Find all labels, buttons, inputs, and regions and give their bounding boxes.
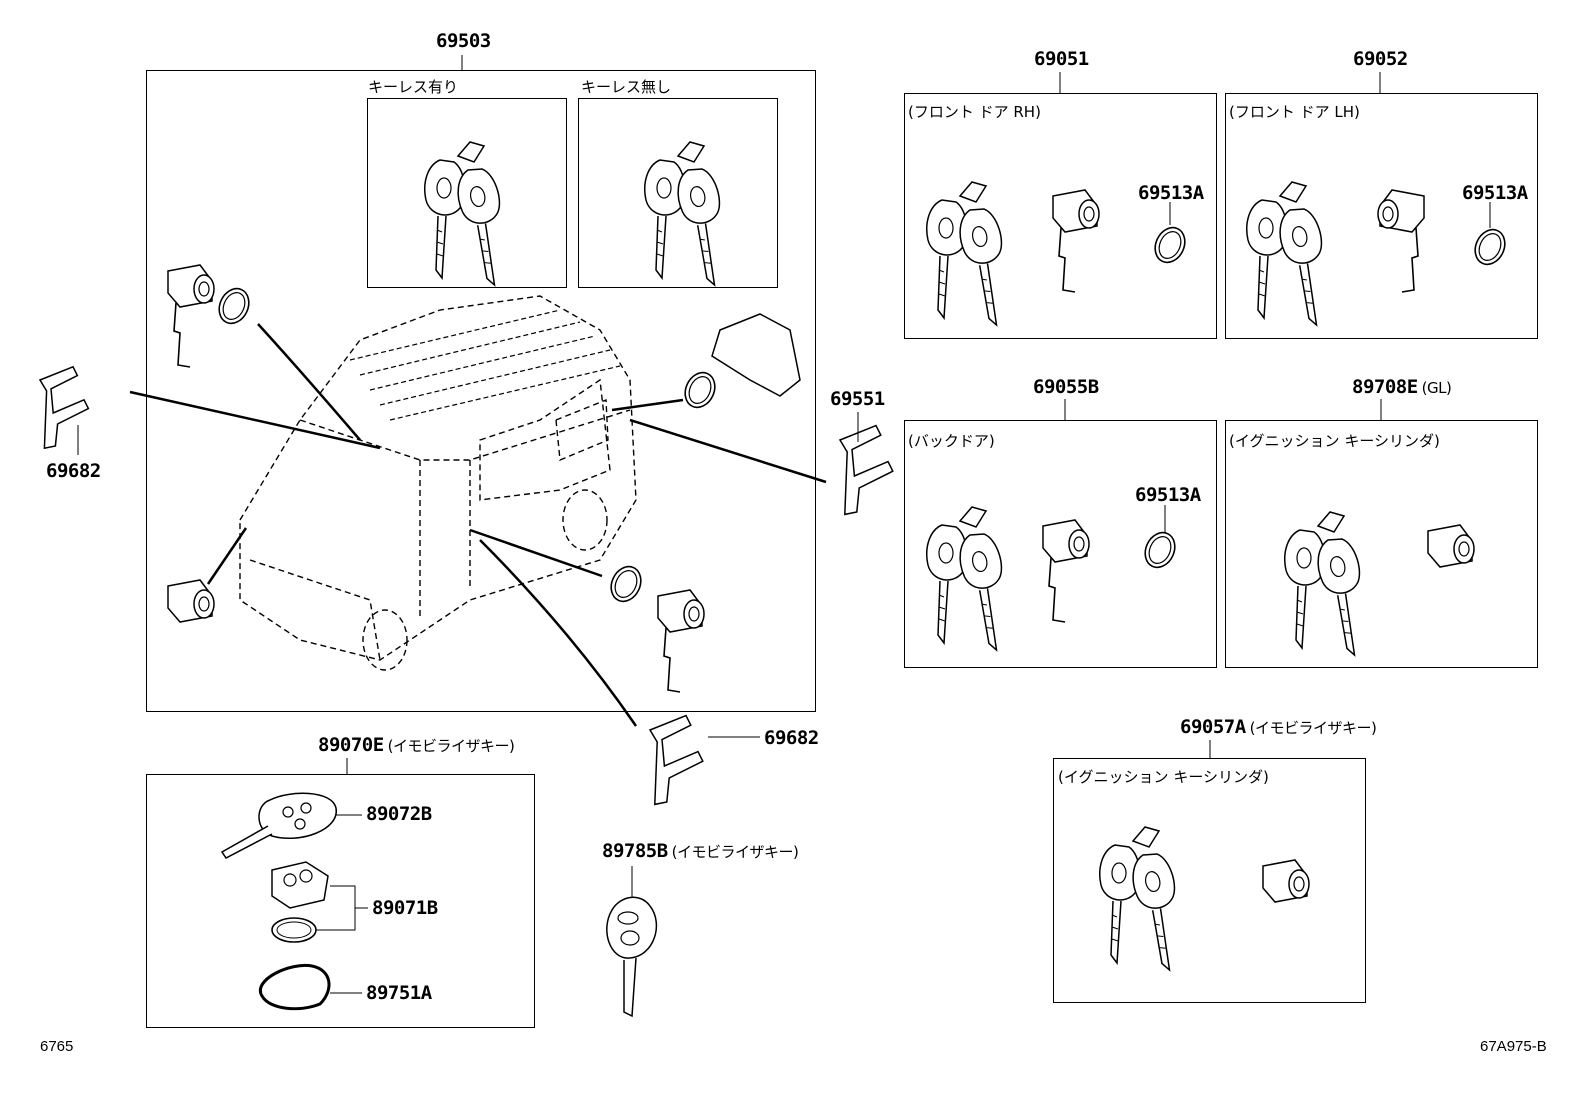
ignition-gl-frame [1225, 420, 1538, 668]
part-69503-label: 69503 [436, 30, 491, 52]
part-89785b-number: 89785B [602, 840, 668, 862]
keyless-no-label: キーレス無し [581, 78, 672, 96]
part-89070e-note: (イモビライザキー) [387, 737, 515, 755]
front-door-lh-frame [1225, 93, 1538, 339]
part-89785b-label: 89785B(イモビライザキー) [602, 840, 799, 862]
part-89785b-note: (イモビライザキー) [671, 843, 799, 861]
ignition-gl-label: (イグニッション キーシリンダ) [1229, 432, 1440, 450]
part-69057a-number: 69057A [1180, 716, 1246, 738]
keyless-no-frame [578, 98, 778, 288]
part-69055b-label: 69055B [1033, 376, 1099, 398]
front-door-rh-label: (フロント ドア RH) [908, 103, 1041, 121]
part-89708e-number: 89708E [1352, 376, 1418, 398]
immobilizer-ignition-frame [1053, 758, 1366, 1003]
part-89708e-note: (GL) [1421, 379, 1452, 397]
part-89070e-label: 89070E(イモビライザキー) [318, 734, 515, 756]
main-assembly-frame [146, 70, 816, 712]
part-89072b-label: 89072B [366, 803, 432, 825]
part-69682-bottom-label: 69682 [764, 727, 819, 749]
part-69513a-lh-label: 69513A [1462, 182, 1528, 204]
keyless-yes-label: キーレス有り [368, 78, 459, 96]
part-69051-label: 69051 [1034, 48, 1089, 70]
immobilizer-key-frame [146, 774, 535, 1028]
ignition-immobilizer-label: (イグニッション キーシリンダ) [1058, 768, 1269, 786]
keyless-yes-frame [367, 98, 567, 288]
part-69682-left-label: 69682 [46, 460, 101, 482]
drawing-code-left: 6765 [40, 1038, 74, 1055]
part-89070e-number: 89070E [318, 734, 384, 756]
front-door-lh-label: (フロント ドア LH) [1229, 103, 1360, 121]
front-door-rh-frame [904, 93, 1217, 339]
part-69513a-back-label: 69513A [1135, 484, 1201, 506]
back-door-frame [904, 420, 1217, 668]
part-89071b-label: 89071B [372, 897, 438, 919]
part-69057a-note: (イモビライザキー) [1249, 719, 1377, 737]
part-69551-label: 69551 [830, 388, 885, 410]
back-door-label: (バックドア) [908, 432, 995, 450]
part-89708e-label: 89708E(GL) [1352, 376, 1452, 398]
part-69057a-label: 69057A(イモビライザキー) [1180, 716, 1377, 738]
part-69513a-rh-label: 69513A [1138, 182, 1204, 204]
part-69052-label: 69052 [1353, 48, 1408, 70]
part-89751a-label: 89751A [366, 982, 432, 1004]
drawing-code-right: 67A975-B [1480, 1038, 1547, 1055]
